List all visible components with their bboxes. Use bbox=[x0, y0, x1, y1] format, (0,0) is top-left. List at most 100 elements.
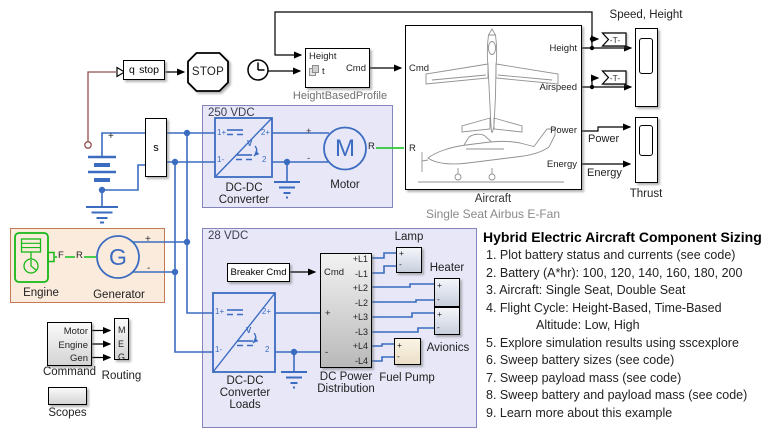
conv-port-2m: 2 bbox=[262, 155, 267, 164]
dcdc-converter-loads-block[interactable] bbox=[212, 292, 276, 373]
motor-block[interactable] bbox=[323, 126, 367, 171]
ground-icon-battery[interactable] bbox=[86, 206, 118, 224]
dist-port-cmd: Cmd bbox=[324, 267, 345, 278]
aircraft-port-height: Height bbox=[549, 43, 577, 54]
conv-port-1p: 1+ bbox=[217, 128, 227, 137]
qstop-port-label: q bbox=[129, 64, 135, 76]
aircraft-port-airspeed: Airspeed bbox=[539, 82, 578, 93]
heater-plus: + bbox=[437, 280, 442, 290]
qstop-block[interactable]: q stop bbox=[123, 60, 165, 80]
heater-minus: - bbox=[437, 294, 440, 304]
avionics-minus: - bbox=[437, 322, 440, 332]
dist-port-minus: - bbox=[325, 347, 329, 358]
wire-bus-minus[interactable] bbox=[174, 162, 213, 353]
wire-l2p[interactable] bbox=[372, 283, 434, 288]
notes-item-5: 5. Explore simulation results using ssce… bbox=[486, 335, 739, 350]
wire-l1m[interactable] bbox=[372, 265, 396, 274]
goto-tag-airspeed[interactable] bbox=[601, 70, 627, 85]
motor-plus: + bbox=[306, 126, 312, 137]
command-port-gen: Gen bbox=[70, 353, 88, 364]
wire-l1p[interactable] bbox=[372, 252, 396, 259]
wire-batt-plus[interactable] bbox=[101, 132, 145, 157]
sensor-label: s bbox=[153, 141, 159, 154]
lamp-block[interactable]: + - bbox=[396, 247, 422, 273]
convloads-port-2p: 2+ bbox=[261, 307, 271, 316]
scope-thrust-label: Thrust bbox=[629, 188, 663, 200]
scopes-block[interactable] bbox=[48, 387, 87, 405]
scope-screen-icon bbox=[639, 38, 653, 74]
avionics-block[interactable]: + - bbox=[434, 307, 460, 335]
wire-l4p[interactable] bbox=[372, 343, 394, 347]
scope-thrust[interactable] bbox=[635, 117, 658, 183]
dcdc-converter-block[interactable] bbox=[214, 117, 273, 178]
signal-wires[interactable] bbox=[92, 11, 633, 362]
engine-name: Engine bbox=[23, 287, 59, 299]
dist-port-l4p: +L4 bbox=[352, 341, 368, 351]
wire-power[interactable] bbox=[581, 123, 632, 132]
wire-airspeed-goto[interactable] bbox=[590, 74, 600, 87]
charge-sensor-block[interactable]: s bbox=[145, 118, 167, 177]
breaker-cmd-block[interactable]: Breaker Cmd bbox=[227, 263, 290, 282]
scope-speed-height[interactable] bbox=[635, 28, 658, 107]
avionics-plus: + bbox=[437, 309, 442, 319]
goto-tag-height[interactable] bbox=[601, 32, 627, 47]
aircraft-name: Aircraft bbox=[474, 193, 512, 205]
convloads-port-2m: 2 bbox=[265, 345, 270, 354]
fuelpump-plus: + bbox=[397, 340, 402, 350]
generator-plus: + bbox=[145, 234, 151, 245]
wire-l2m[interactable] bbox=[372, 299, 434, 303]
wire-batt-minus[interactable] bbox=[102, 164, 145, 191]
wire-l3m[interactable] bbox=[372, 327, 434, 333]
goto-tag-airspeed-label: -T- bbox=[609, 72, 621, 83]
wire-height-feedback[interactable] bbox=[274, 11, 593, 59]
conv-name-1: DC-DC bbox=[225, 182, 263, 194]
aircraft-block[interactable]: Cmd R Height Airspeed Power Energy bbox=[405, 25, 582, 190]
dist-port-l1p: +L1 bbox=[352, 254, 368, 264]
lamp-label: Lamp bbox=[394, 231, 424, 243]
ground-icon-28vdc[interactable] bbox=[281, 371, 307, 389]
command-port-motor: Motor bbox=[63, 326, 88, 337]
routing-port-m: M bbox=[118, 325, 126, 335]
motor-minus: - bbox=[307, 153, 311, 164]
aircraft-art bbox=[418, 28, 564, 183]
stop-simulation-block[interactable] bbox=[187, 52, 229, 92]
ground-icon-250vdc[interactable] bbox=[274, 181, 300, 199]
motor-name: Motor bbox=[330, 179, 360, 191]
heater-label: Heater bbox=[429, 262, 465, 274]
heater-block[interactable]: + - bbox=[434, 278, 460, 307]
qstop-label: stop bbox=[139, 64, 159, 76]
battery-plus-label: + bbox=[108, 131, 114, 142]
notes-item-4b: Altitude: Low, High bbox=[536, 318, 640, 332]
fuel-pump-block[interactable]: + - bbox=[394, 338, 421, 365]
conv-name-2: Converter bbox=[218, 194, 270, 206]
notes-item-3: 3. Aircraft: Single Seat, Double Seat bbox=[486, 283, 686, 297]
motor-glyph: M bbox=[335, 135, 355, 162]
generator-block[interactable] bbox=[96, 235, 140, 279]
clock-block[interactable] bbox=[247, 59, 269, 81]
convloads-port-1m: 1- bbox=[215, 345, 223, 354]
electrical-wires[interactable] bbox=[98, 129, 434, 372]
command-label: Command bbox=[42, 366, 97, 378]
dist-port-l4m: -L4 bbox=[354, 355, 368, 366]
command-port-engine: Engine bbox=[58, 339, 88, 351]
hbp-port-cmd: Cmd bbox=[345, 63, 366, 74]
area-28vdc-label: 28 VDC bbox=[208, 230, 249, 242]
input-port-triangle-icon bbox=[116, 66, 126, 78]
area-engine-generator[interactable] bbox=[10, 228, 165, 303]
height-based-profile-block[interactable]: Height t Cmd bbox=[305, 48, 370, 88]
battery-charge-wire[interactable] bbox=[84, 71, 116, 149]
aircraft-subtitle: Single Seat Airbus E-Fan bbox=[425, 207, 561, 221]
dc-power-distribution-block[interactable]: Cmd + - +L1 -L1 +L2 -L2 +L3 -L3 +L4 -L4 bbox=[320, 253, 372, 368]
signal-editor-icon2 bbox=[312, 65, 319, 73]
notes-title: Hybrid Electric Aircraft Component Sizin… bbox=[483, 229, 762, 245]
command-block[interactable]: Motor Engine Gen bbox=[47, 322, 92, 366]
dist-port-plus: + bbox=[325, 308, 331, 319]
lamp-minus: - bbox=[399, 259, 402, 269]
wire-l4m[interactable] bbox=[372, 356, 394, 362]
engine-block[interactable] bbox=[14, 232, 55, 283]
wire-l3p[interactable] bbox=[372, 312, 434, 318]
routing-block[interactable]: M E G bbox=[114, 318, 129, 362]
battery-icon[interactable] bbox=[88, 155, 116, 182]
wire-bus-plus[interactable] bbox=[186, 133, 213, 314]
